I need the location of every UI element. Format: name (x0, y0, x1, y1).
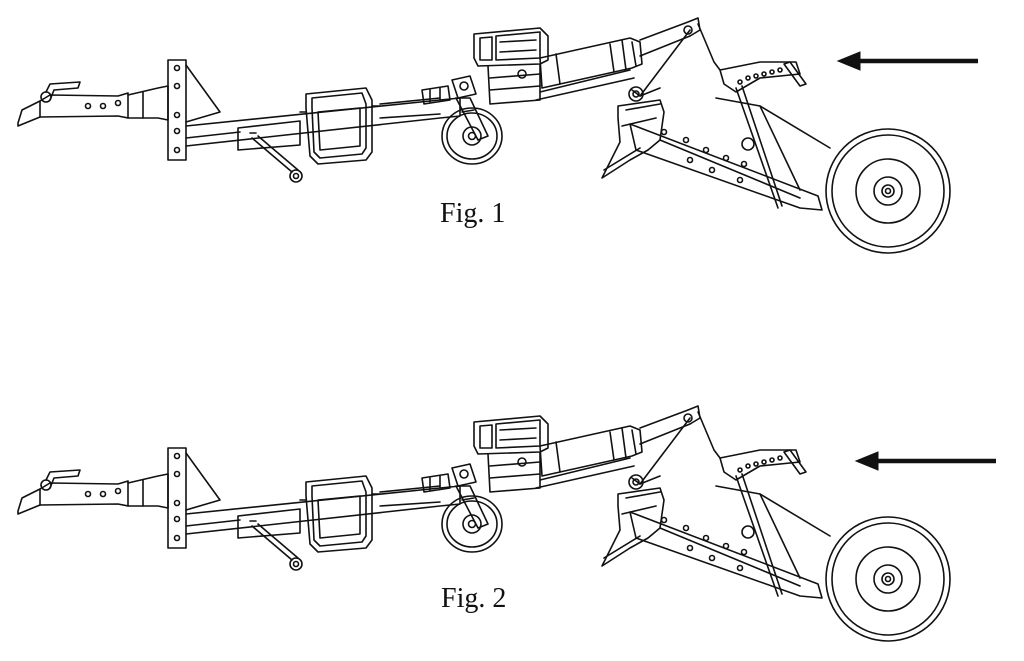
left-arrow-icon (856, 452, 996, 470)
figure-caption: Fig. 1 (440, 198, 506, 229)
figure-caption: Fig. 2 (441, 583, 507, 614)
left-arrow-icon (838, 52, 978, 70)
